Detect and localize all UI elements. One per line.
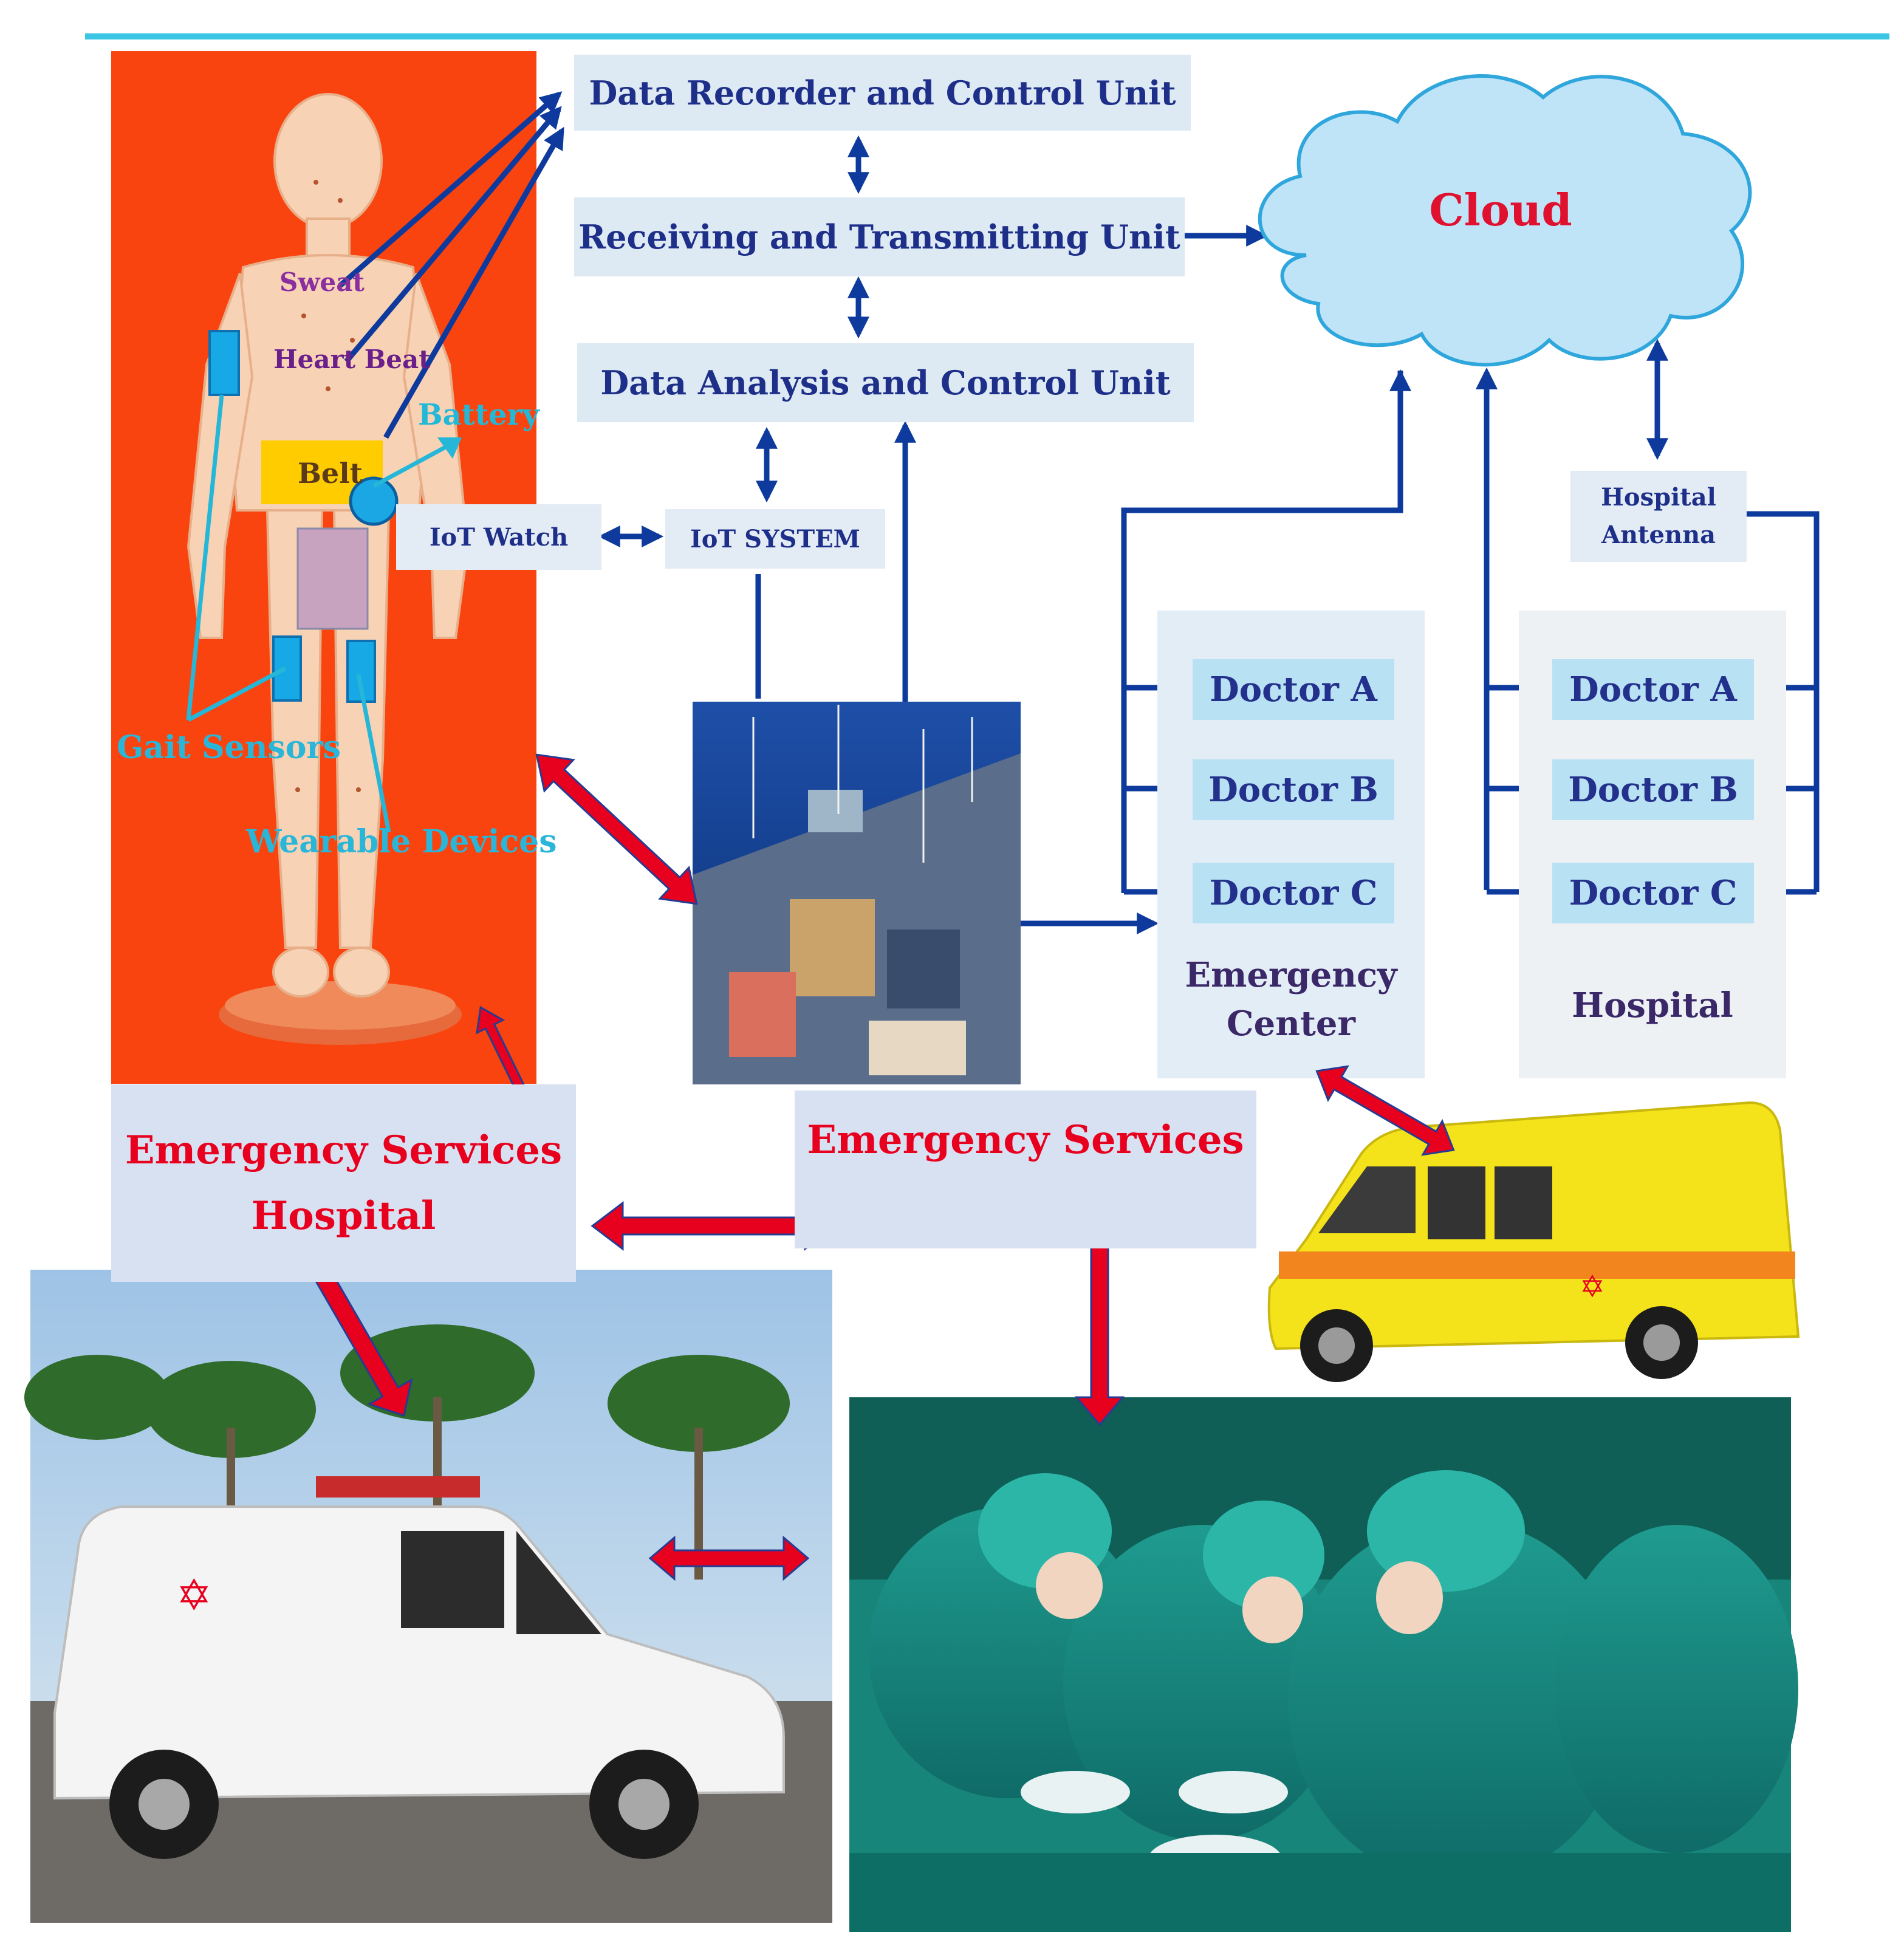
svg-text:✡: ✡ <box>176 1570 212 1620</box>
h-doctor-a: Doctor A <box>1552 659 1754 720</box>
cloud-label-box: Cloud <box>1385 164 1616 255</box>
battery-label: Battery <box>418 398 539 432</box>
ec-doctor-a: Doctor A <box>1193 659 1394 720</box>
heart-beat-label: Heart Beat <box>273 344 431 374</box>
cloud-label: Cloud <box>1429 183 1572 236</box>
gait-sensors-label: Gait Sensors <box>117 729 341 766</box>
emergency-services-hospital-box: Emergency Services Hospital <box>111 1084 576 1282</box>
sweat-label: Sweat <box>279 267 365 297</box>
receiving-transmitting-unit: Receiving and Transmitting Unit <box>574 197 1185 276</box>
h-doctor-c: Doctor C <box>1552 863 1754 923</box>
receiving-transmitting-label: Receiving and Transmitting Unit <box>578 217 1180 256</box>
hospital-label: Hospital <box>1519 981 1786 1030</box>
hospital-antenna-line1: Hospital <box>1601 483 1716 512</box>
h-doctor-a-label: Doctor A <box>1569 669 1737 710</box>
emergency-center-line2: Center <box>1227 1004 1355 1044</box>
ec-doctor-a-label: Doctor A <box>1210 669 1377 710</box>
emergency-center-label: Emergency Center <box>1157 951 1425 1048</box>
svg-text:✡: ✡ <box>1580 1269 1605 1304</box>
hospital-label-text: Hospital <box>1572 985 1733 1025</box>
data-recorder-label: Data Recorder and Control Unit <box>589 73 1176 112</box>
ec-doctor-b-label: Doctor B <box>1208 770 1378 810</box>
emergency-center-line1: Emergency <box>1185 955 1397 995</box>
emergency-services-label: Emergency Services <box>807 1117 1244 1163</box>
white-ambulance-photo: ✡ <box>24 1270 832 1923</box>
data-analysis-label: Data Analysis and Control Unit <box>600 363 1171 402</box>
emergency-services-box: Emergency Services <box>795 1090 1256 1248</box>
esh-line1: Emergency Services <box>125 1127 563 1173</box>
data-analysis-unit: Data Analysis and Control Unit <box>577 343 1194 422</box>
sensor-to-recorder-arrows <box>338 91 564 439</box>
ec-doctor-b: Doctor B <box>1193 759 1394 820</box>
ec-doctor-c: Doctor C <box>1193 863 1394 923</box>
ec-doctor-c-label: Doctor C <box>1209 873 1378 913</box>
h-doctor-c-label: Doctor C <box>1569 873 1738 913</box>
hospital-antenna-line2: Antenna <box>1601 521 1716 549</box>
iot-system-label: IoT SYSTEM <box>690 524 860 553</box>
yellow-ambulance-photo: ✡ <box>1267 1101 1800 1382</box>
belt-label: Belt <box>298 457 363 490</box>
h-doctor-b-label: Doctor B <box>1568 770 1738 810</box>
h-doctor-b: Doctor B <box>1552 759 1754 820</box>
city-photo <box>693 702 1021 1084</box>
iot-watch-box: IoT Watch <box>396 504 601 570</box>
data-recorder-unit: Data Recorder and Control Unit <box>574 55 1191 131</box>
esh-line2: Hospital <box>251 1193 436 1239</box>
operating-room-photo <box>849 1397 1798 1932</box>
iot-system-box: IoT SYSTEM <box>665 509 885 569</box>
cloud-shape <box>1258 74 1752 367</box>
iot-watch-label: IoT Watch <box>429 522 569 552</box>
hospital-antenna-box: Hospital Antenna <box>1570 471 1747 562</box>
wearable-devices-label: Wearable Devices <box>246 823 557 860</box>
